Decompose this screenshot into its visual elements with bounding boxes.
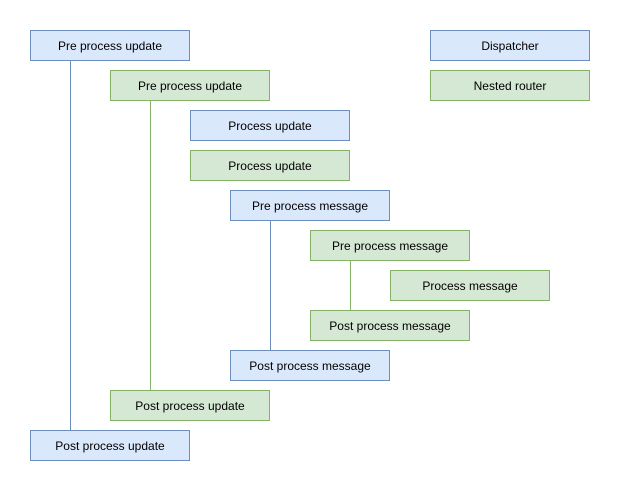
node-pre-process-update-router: Pre process update (110, 70, 270, 101)
edge-dispatcher-update (70, 61, 71, 430)
legend-label-dispatcher: Dispatcher (481, 38, 539, 53)
edge-dispatcher-message (270, 221, 271, 350)
node-process-message-router: Process message (390, 270, 550, 301)
node-post-process-update-router: Post process update (110, 390, 270, 421)
node-post-process-message-router: Post process message (310, 310, 470, 341)
node-label: Post process message (329, 318, 451, 333)
node-process-update-router: Process update (190, 150, 350, 181)
node-post-process-update-dispatcher: Post process update (30, 430, 190, 461)
node-label: Post process message (249, 358, 371, 373)
legend-label-nested-router: Nested router (473, 78, 547, 93)
edge-router-message (350, 261, 351, 310)
node-label: Pre process message (251, 198, 369, 213)
edge-router-update (150, 101, 151, 390)
node-label: Pre process message (331, 238, 449, 253)
node-label: Process update (228, 158, 312, 173)
node-label: Post process update (55, 438, 165, 453)
node-label: Pre process update (57, 38, 163, 53)
node-pre-process-update-dispatcher: Pre process update (30, 30, 190, 61)
node-label: Process update (228, 118, 312, 133)
node-pre-process-message-router: Pre process message (310, 230, 470, 261)
node-label: Pre process update (137, 78, 243, 93)
node-process-update-dispatcher: Process update (190, 110, 350, 141)
node-label: Process message (422, 278, 518, 293)
node-post-process-message-dispatcher: Post process message (230, 350, 390, 381)
legend-item-nested-router: Nested router (430, 70, 590, 101)
node-label: Post process update (135, 398, 245, 413)
node-pre-process-message-dispatcher: Pre process message (230, 190, 390, 221)
legend-item-dispatcher: Dispatcher (430, 30, 590, 61)
